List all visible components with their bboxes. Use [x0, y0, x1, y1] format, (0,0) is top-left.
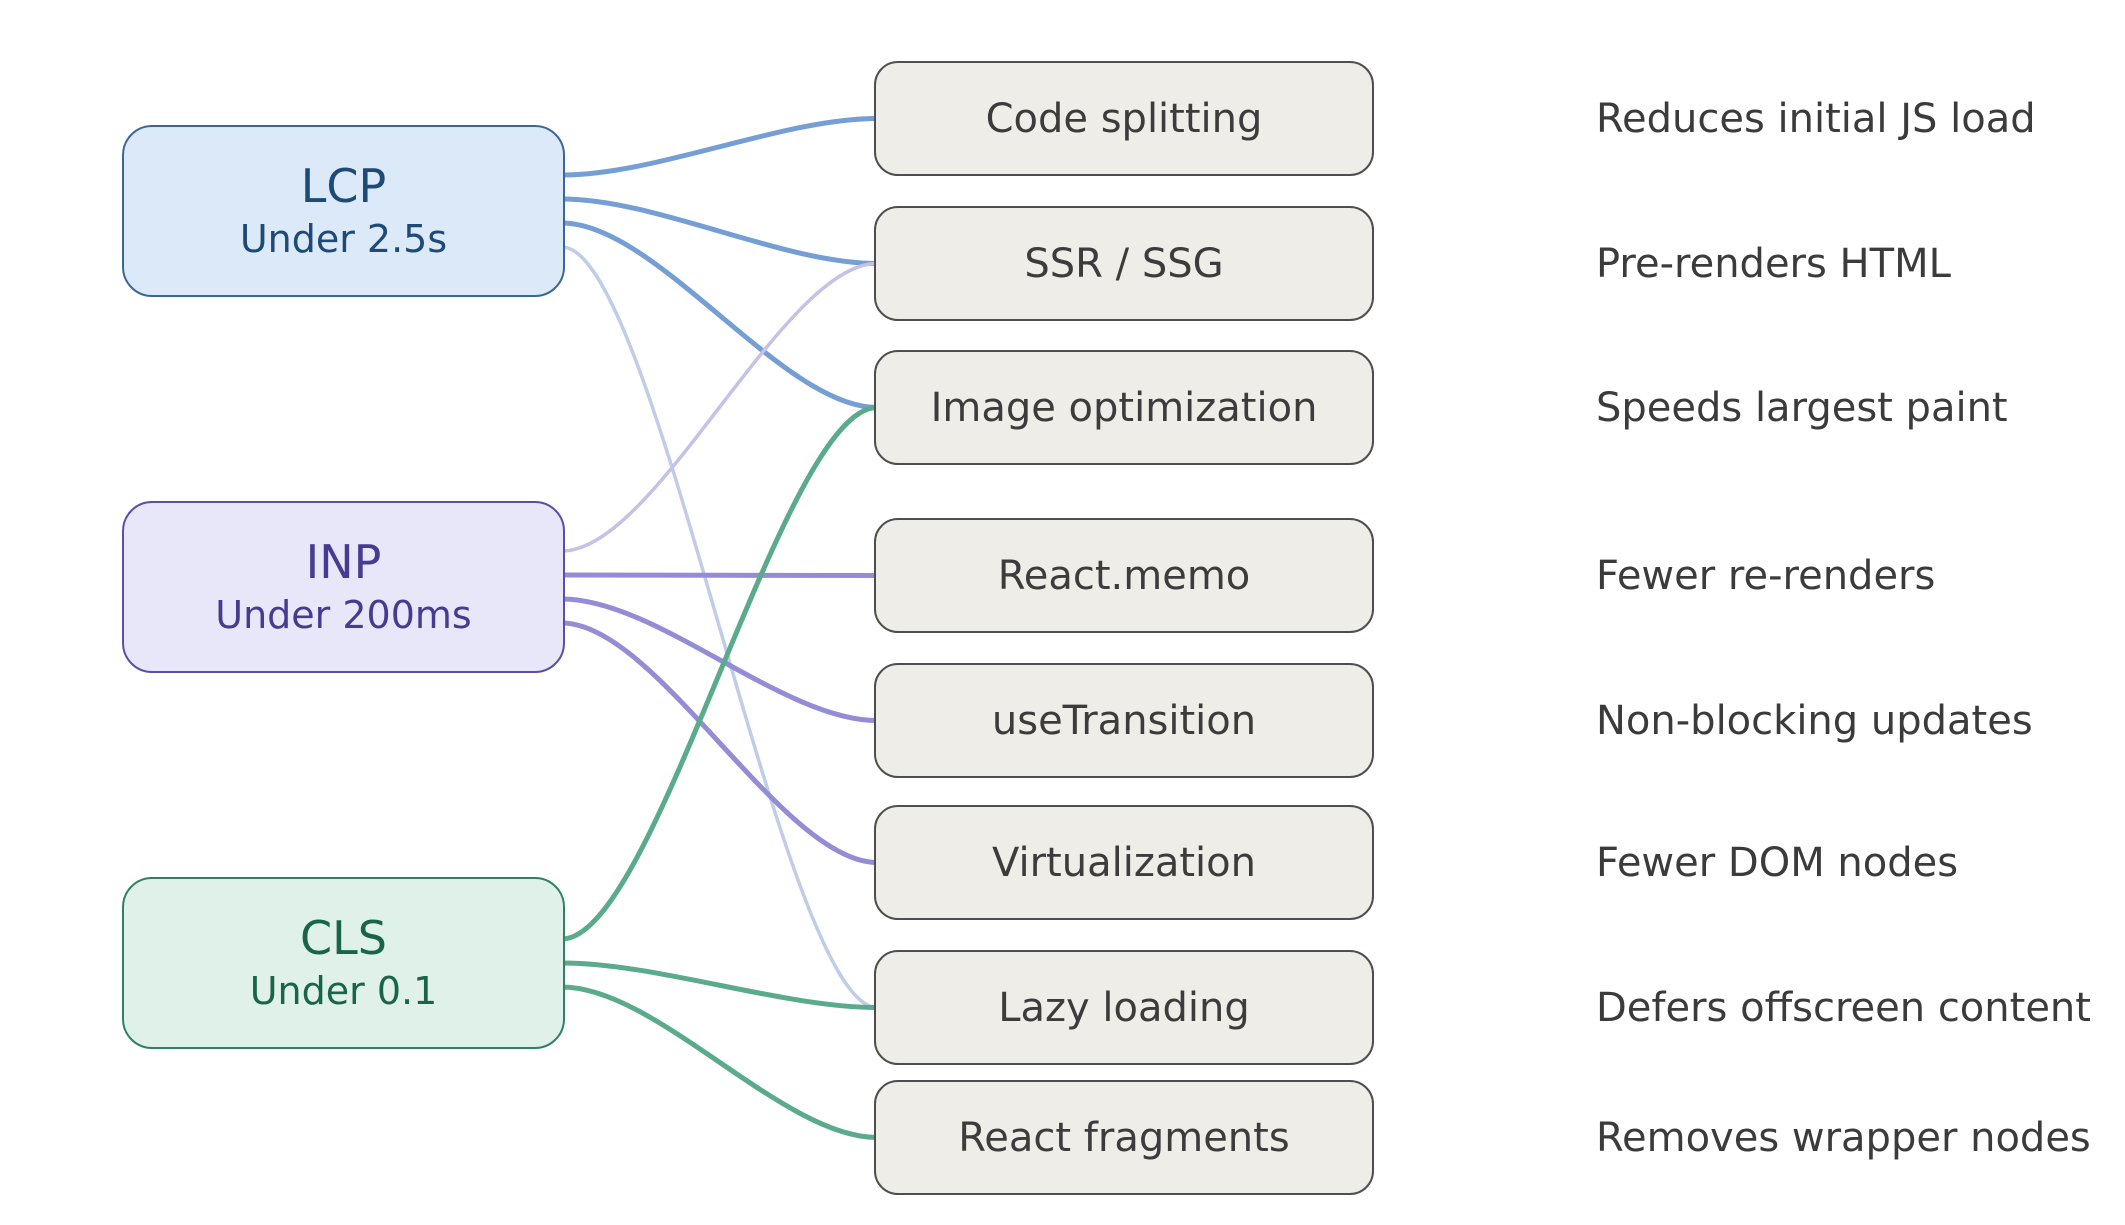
description-ssr-ssg: Pre-renders HTML — [1596, 240, 1951, 287]
technique-label-ssr-ssg: SSR / SSG — [1024, 240, 1224, 287]
metric-title-cls: CLS — [300, 910, 387, 965]
technique-node-image-optimization: Image optimization — [874, 350, 1374, 465]
edge-cls-react-fragments — [559, 984, 880, 1140]
technique-label-lazy-loading: Lazy loading — [998, 984, 1250, 1031]
description-virtualization: Fewer DOM nodes — [1596, 839, 1959, 886]
edge-lcp-ssr-ssg — [559, 196, 880, 266]
edge-inp-virtualization — [559, 620, 880, 865]
technique-node-react-memo: React.memo — [874, 518, 1374, 633]
description-use-transition: Non-blocking updates — [1596, 697, 2033, 744]
edge-lcp-image-optimization — [559, 220, 880, 410]
edge-inp-ssr-ssg — [560, 261, 879, 553]
edge-lcp-code-splitting — [559, 116, 880, 178]
technique-label-react-fragments: React fragments — [958, 1114, 1290, 1161]
description-lazy-loading: Defers offscreen content — [1596, 984, 2091, 1031]
technique-node-virtualization: Virtualization — [874, 805, 1374, 920]
edge-cls-lazy-loading — [559, 960, 880, 1010]
description-image-optimization: Speeds largest paint — [1596, 384, 2008, 431]
technique-node-use-transition: useTransition — [874, 663, 1374, 778]
technique-node-lazy-loading: Lazy loading — [874, 950, 1374, 1065]
metric-subtitle-inp: Under 200ms — [215, 593, 472, 638]
technique-label-image-optimization: Image optimization — [930, 384, 1318, 431]
metric-subtitle-lcp: Under 2.5s — [239, 217, 448, 262]
edge-inp-react-memo — [559, 572, 880, 578]
metric-subtitle-cls: Under 0.1 — [249, 969, 438, 1014]
technique-label-react-memo: React.memo — [997, 552, 1251, 599]
description-react-fragments: Removes wrapper nodes — [1596, 1114, 2091, 1161]
metric-node-cls: CLS Under 0.1 — [122, 877, 565, 1049]
technique-node-react-fragments: React fragments — [874, 1080, 1374, 1195]
edge-lcp-lazy-loading — [560, 245, 879, 1010]
metric-node-inp: INP Under 200ms — [122, 501, 565, 673]
description-react-memo: Fewer re-renders — [1596, 552, 1936, 599]
description-code-splitting: Reduces initial JS load — [1596, 95, 2036, 142]
technique-label-use-transition: useTransition — [991, 697, 1257, 744]
metric-node-lcp: LCP Under 2.5s — [122, 125, 565, 297]
technique-node-ssr-ssg: SSR / SSG — [874, 206, 1374, 321]
metric-title-inp: INP — [305, 534, 382, 589]
technique-label-code-splitting: Code splitting — [985, 95, 1263, 142]
metric-title-lcp: LCP — [300, 158, 387, 213]
technique-node-code-splitting: Code splitting — [874, 61, 1374, 176]
edge-cls-image-optimization — [559, 405, 880, 942]
edge-inp-use-transition — [559, 596, 880, 723]
technique-label-virtualization: Virtualization — [992, 839, 1256, 886]
